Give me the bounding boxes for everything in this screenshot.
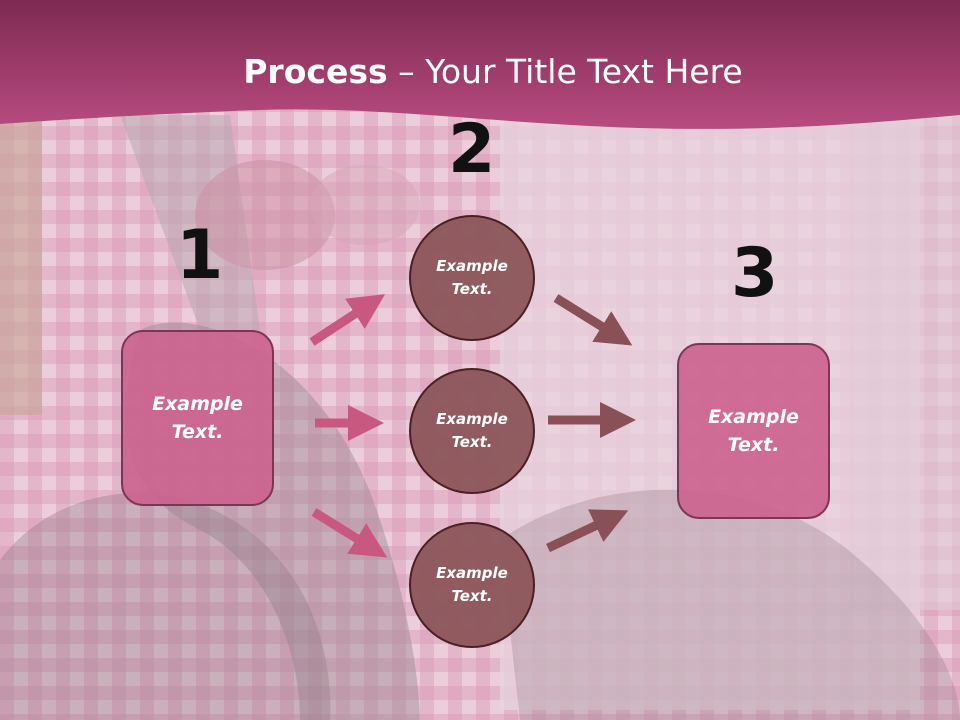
step-number-2: 2 <box>448 110 496 189</box>
step-number-1: 1 <box>176 216 224 295</box>
slide-title: Process – Your Title Text Here <box>0 52 960 91</box>
circle-top-text: Example Text. <box>436 256 508 298</box>
scissors-blade-shape <box>120 115 260 330</box>
scissors-ring-right-shape <box>500 489 960 720</box>
circle-middle-text: Example Text. <box>436 409 508 451</box>
arrow-circle-bottom-to-box3 <box>546 509 629 553</box>
title-bold: Process <box>243 52 388 91</box>
wood-spool-shape <box>0 115 42 415</box>
circle-bottom-text: Example Text. <box>436 563 508 605</box>
circle-bottom: Example Text. <box>409 522 535 648</box>
title-rest: – Your Title Text Here <box>387 52 743 91</box>
step-box-3-text: Example Text. <box>708 405 799 457</box>
step-box-1: Example Text. <box>121 330 274 506</box>
circle-top: Example Text. <box>409 215 535 341</box>
step-number-3: 3 <box>731 234 779 313</box>
step-box-3: Example Text. <box>677 343 830 519</box>
scissors-ring-shape <box>0 493 331 720</box>
arrow-box1-to-circle-top <box>309 294 386 346</box>
title-banner <box>0 0 960 129</box>
button-shape <box>195 160 335 270</box>
arrow-circle-top-to-box3 <box>553 294 633 346</box>
circle-middle: Example Text. <box>409 368 535 494</box>
arrow-box1-to-circle-bottom <box>311 508 388 558</box>
spool-edge <box>850 110 960 610</box>
step-box-1-text: Example Text. <box>152 392 243 444</box>
button-shape-2 <box>310 165 420 245</box>
